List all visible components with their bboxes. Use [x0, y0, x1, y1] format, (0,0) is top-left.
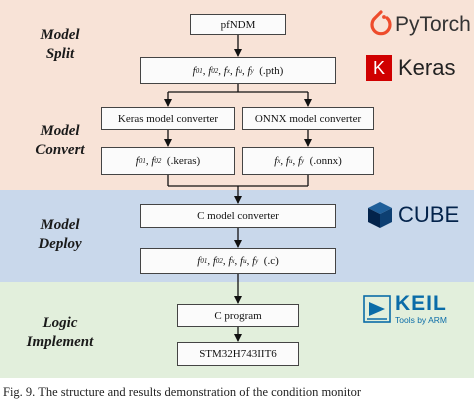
- onnx-converter-box: ONNX model converter: [242, 107, 374, 130]
- pfndm-label: pfNDM: [220, 18, 256, 31]
- pytorch-logo: PyTorch: [366, 10, 471, 40]
- mcu-box: STM32H743IIT6: [177, 342, 299, 366]
- keras-converter-box: Keras model converter: [101, 107, 235, 130]
- c-model-converter-box: C model converter: [140, 204, 336, 228]
- keras-logo: K Keras: [366, 55, 455, 81]
- keil-arrow-icon: [363, 294, 391, 323]
- pytorch-flame-icon: [370, 10, 392, 36]
- cube-icon: [368, 202, 392, 228]
- c-program-box: C program: [177, 304, 299, 327]
- model-convert-band: [0, 96, 474, 190]
- keil-logo: KEIL Tools by ARM: [363, 293, 447, 325]
- figure-caption: Fig. 9. The structure and results demons…: [3, 385, 362, 399]
- pfndm-box: pfNDM: [190, 14, 286, 35]
- cube-logo: CUBE: [366, 200, 459, 230]
- keras-k-icon: K: [366, 55, 392, 81]
